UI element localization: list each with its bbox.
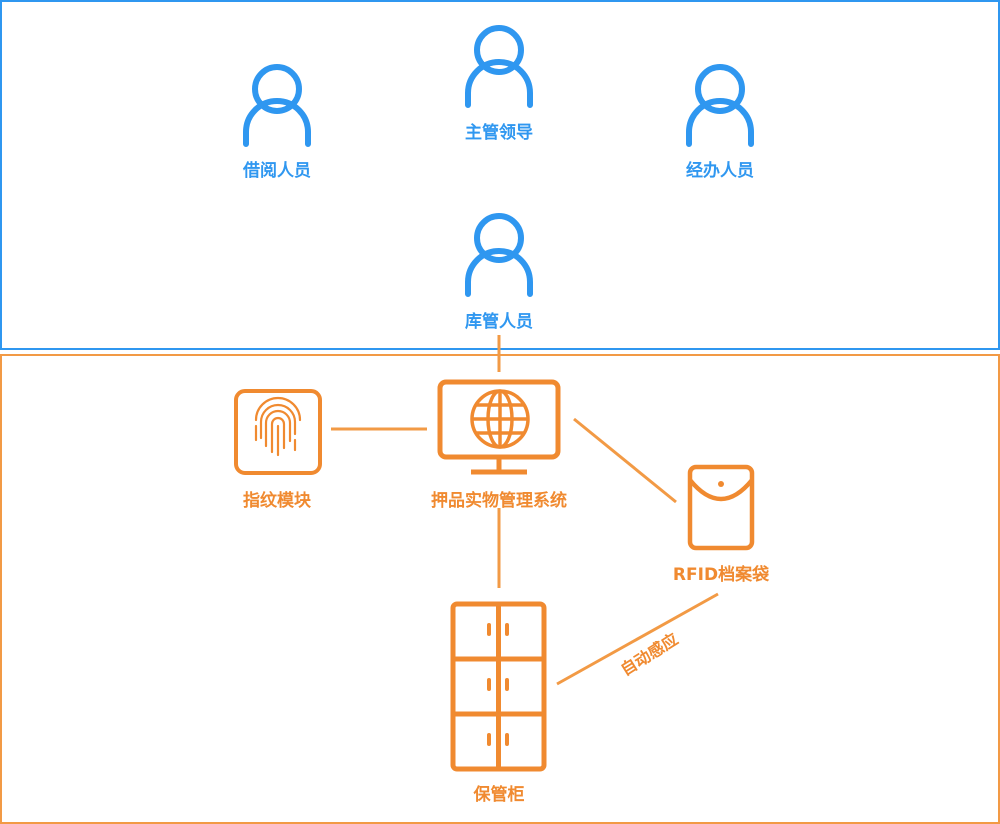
warehouse-keeper-person-icon — [465, 213, 533, 297]
rfid-bag-icon — [687, 464, 755, 551]
supervisor-label: 主管领导 — [465, 123, 533, 143]
cabinet-to-rfid-connector — [556, 592, 719, 686]
borrower-person-icon — [243, 64, 311, 147]
supervisor-person-icon — [465, 25, 533, 108]
system-monitor-icon — [437, 379, 561, 475]
fingerprint-label: 指纹模块 — [243, 491, 311, 511]
borrower-label: 借阅人员 — [243, 161, 311, 181]
warehouse-keeper-label: 库管人员 — [465, 312, 533, 332]
system-to-rfid-connector — [573, 417, 677, 504]
cabinet-icon — [450, 601, 547, 772]
fingerprint-icon — [234, 389, 322, 475]
cabinet-label: 保管柜 — [473, 785, 525, 805]
handler-label: 经办人员 — [686, 161, 754, 181]
handler-person-icon — [686, 64, 754, 147]
system-label: 押品实物管理系统 — [431, 491, 567, 511]
rfid-bag-label: RFID档案袋 — [672, 565, 770, 585]
globe-icon — [470, 389, 530, 449]
